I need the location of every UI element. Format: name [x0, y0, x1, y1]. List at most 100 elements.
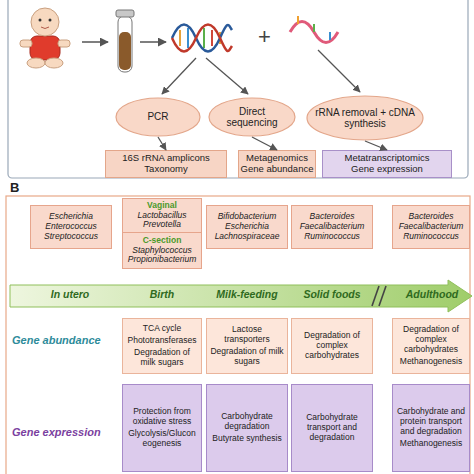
box-outline [106, 151, 227, 178]
node-text: TCA cycle [143, 324, 181, 334]
baby-arm [58, 40, 70, 47]
node-text: Metatranscriptomics [345, 153, 430, 164]
node-text: Carbohydrate degradation [210, 412, 284, 432]
node-text: Lachnospiraceae [215, 232, 280, 242]
baby-eye [39, 19, 42, 22]
node-text: 16S rRNA amplicons [122, 153, 210, 164]
node-text: Degradation of complex carbohydrates [295, 331, 369, 360]
node-text: Escherichia [225, 222, 269, 232]
stage-label: Birth [122, 288, 202, 300]
expression-box: Protection from oxidative stressGlycolys… [122, 384, 202, 472]
oval-outline [116, 98, 200, 136]
rna-backbone [290, 22, 338, 43]
flow-arrow [318, 50, 360, 92]
stage-label: Solid foods [292, 288, 372, 300]
node-text: PCR [139, 111, 176, 123]
node-text: Degradation of milk sugars [126, 348, 198, 368]
stage-label: Milk-feeding [207, 288, 287, 300]
taxa-box: VaginalLactobacillusPrevotella [122, 198, 202, 233]
node-text: Gene abundance [241, 164, 314, 175]
node-text: Metagenomics [246, 153, 308, 164]
baby-mouth [41, 27, 49, 29]
output-box: MetagenomicsGene abundance [238, 150, 316, 178]
expression-box: Carbohydrate and protein transport and d… [392, 384, 470, 472]
tube-sample [119, 32, 131, 70]
oval-outline [307, 96, 423, 140]
node-text: Bacteroides [409, 212, 454, 222]
taxa-box: EscherichiaEnterococcusStreptococcus [30, 205, 112, 249]
node-text: Carbohydrate transport and degradation [295, 413, 369, 442]
rna-strand [290, 16, 338, 43]
baby-arm [20, 40, 32, 47]
node-text: Degradation of complex carbohydrates [396, 325, 466, 354]
node-text: Bifidobacterium [218, 212, 277, 222]
expression-box: Carbohydrate transport and degradation [291, 384, 373, 472]
taxa-box: BacteroidesFaecalibacteriumRuminococcus [392, 205, 470, 249]
rna-base [313, 24, 315, 32]
base-pair [179, 30, 181, 46]
expression-box: Carbohydrate degradationButyrate synthes… [206, 384, 288, 472]
tube-glass [118, 16, 132, 72]
taxa-box: C-sectionStaphylococcusPropionibacterium [122, 232, 202, 269]
baby-head [31, 8, 59, 36]
connector-arrow [365, 141, 387, 150]
node-text: Propionibacterium [128, 255, 197, 265]
box-outline [239, 151, 316, 178]
taxa-box: BacteroidesFaecalibacteriumRuminococcus [291, 205, 373, 249]
oval-outline [209, 98, 295, 136]
node-text: Methanogenesis [400, 357, 462, 367]
node-text: Faecalibacterium [399, 222, 464, 232]
base-pair [211, 30, 213, 46]
rna-base [329, 32, 331, 40]
node-text: Escherichia [49, 212, 93, 222]
node-text: Glycolysis/Gluconeogenesis [126, 429, 198, 449]
node-text: Butyrate synthesis [212, 434, 281, 444]
flow-arrow [82, 41, 108, 43]
flow-arrow [206, 58, 248, 94]
base-pair [203, 28, 205, 48]
abundance-box: Degradation of complex carbohydratesMeth… [392, 318, 470, 374]
node-text: Carbohydrate and protein transport and d… [396, 407, 466, 436]
panel-letter: B [10, 180, 19, 195]
node-text: Streptococcus [44, 232, 98, 242]
rna-base [297, 16, 299, 24]
method-oval: rRNA removal + cDNA synthesis [306, 95, 424, 141]
node-text: Lactose transporters [210, 325, 284, 345]
dna-helix [172, 25, 232, 52]
abundance-box: Lactose transportersDegradation of milk … [206, 318, 288, 374]
node-text: Faecalibacterium [300, 222, 365, 232]
connector-arrow [252, 137, 277, 150]
baby-eye [49, 19, 52, 22]
stage-label: In utero [30, 288, 110, 300]
node-text: Enterococcus [45, 222, 97, 232]
plus-sign: + [258, 24, 271, 50]
output-box: MetatranscriptomicsGene expression [322, 150, 452, 178]
taxa-box: BifidobacteriumEscherichiaLachnospiracea… [206, 205, 288, 249]
flow-arrow [140, 41, 166, 43]
baby-leg [45, 58, 63, 68]
node-text: Taxonomy [144, 164, 187, 175]
method-oval: PCR [115, 97, 201, 137]
baby-body [30, 36, 60, 60]
baby-leg [27, 58, 45, 68]
group-heading: C-section [143, 236, 182, 246]
timeline-arrow: In uteroBirthMilk-feedingSolid foodsAdul… [10, 280, 472, 312]
node-text: Phototransferases [128, 336, 197, 346]
node-text: Protection from oxidative stress [126, 407, 198, 427]
node-text: Direct sequencing [208, 106, 296, 129]
row-label: Gene expression [12, 426, 101, 438]
node-text: Bacteroides [310, 212, 355, 222]
node-text: Methanogenesis [400, 439, 462, 449]
node-text: Ruminococcus [403, 232, 459, 242]
arrow-outline [10, 280, 472, 312]
output-box: 16S rRNA ampliconsTaxonomy [105, 150, 227, 178]
abundance-box: TCA cyclePhototransferasesDegradation of… [122, 318, 202, 374]
base-pair [187, 28, 189, 48]
method-oval: Direct sequencing [208, 97, 296, 137]
node-text: Ruminococcus [304, 232, 360, 242]
connector-arrow [158, 137, 166, 150]
box-outline [323, 151, 452, 178]
node-text: rRNA removal + cDNA synthesis [306, 107, 424, 130]
node-text: Gene expression [351, 164, 423, 175]
